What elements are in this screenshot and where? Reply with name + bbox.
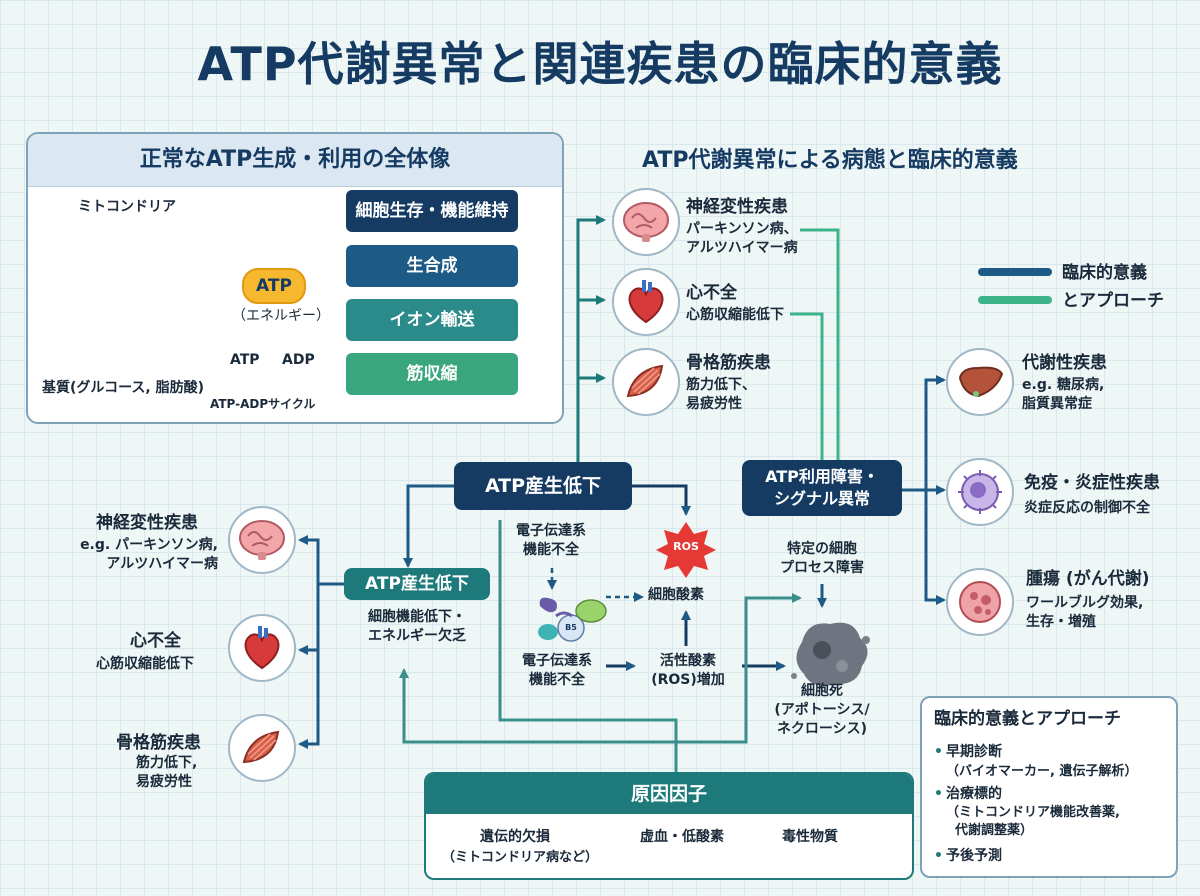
page-title: ATP代謝異常と関連疾患の臨床的意義 bbox=[197, 37, 1003, 91]
atp-adp-cycle-label: ATP-ADPサイクル bbox=[210, 397, 316, 411]
cycle-atp-label: ATP bbox=[230, 352, 260, 368]
function-muscle-contraction: 筋収縮 bbox=[346, 353, 518, 395]
ros-increase-label: 活性酸素 (ROS)増加 bbox=[651, 653, 725, 688]
cell-oxidation-label: 細胞酸素 bbox=[648, 587, 704, 603]
cycle-adp-label: ADP bbox=[282, 352, 315, 368]
normal-panel-heading: 正常なATP生成・利用の全体像 bbox=[28, 134, 562, 187]
substrate-label: 基質(グルコース, 脂肪酸) bbox=[42, 380, 205, 396]
energy-label: （エネルギー） bbox=[232, 308, 330, 324]
etc-dysfunction-lower: 電子伝達系 機能不全 bbox=[522, 653, 592, 688]
legend-approach-label: とアプローチ bbox=[1062, 291, 1164, 311]
approach-item-3: 予後予測 bbox=[946, 848, 1002, 864]
legend-clinical-label: 臨床的意義 bbox=[1062, 263, 1147, 283]
mitochondria-label: ミトコンドリア bbox=[78, 199, 176, 215]
clinical-approach-box bbox=[920, 696, 1178, 878]
cause-genetic-note: （ミトコンドリア病など） bbox=[442, 850, 599, 865]
cause-ischemia: 虚血・低酸素 bbox=[640, 829, 724, 845]
right-disease-detail-2: 炎症反応の制御不全 bbox=[1024, 500, 1150, 516]
approach-bullet-1: • bbox=[934, 744, 943, 760]
cause-genetic: 遺伝的欠損 bbox=[480, 829, 550, 845]
pathology-heading: ATP代謝異常による病態と臨床的意義 bbox=[642, 148, 1018, 173]
function-ion-transport: イオン輸送 bbox=[346, 299, 518, 341]
left-brain-icon bbox=[228, 506, 296, 574]
function-biosynthesis: 生合成 bbox=[346, 245, 518, 287]
approach-item-2: 治療標的 bbox=[946, 786, 1002, 802]
right-disease-name-1: 代謝性疾患 bbox=[1022, 353, 1107, 373]
left-disease-detail-3: 筋力低下, 易疲労性 bbox=[136, 755, 198, 790]
right-disease-detail-1: e.g. 糖尿病, 脂質異常症 bbox=[1022, 377, 1105, 412]
top-disease-name-3: 骨格筋疾患 bbox=[686, 353, 771, 373]
muscle-icon bbox=[612, 348, 680, 416]
left-disease-detail-1: e.g. パーキンソン病, アルツハイマー病 bbox=[80, 537, 218, 572]
cell-death-label: 細胞死 (アポトーシス/ ネクローシス) bbox=[774, 683, 870, 737]
causes-box: 原因因子 bbox=[424, 772, 914, 880]
heart-icon bbox=[612, 268, 680, 336]
approach-note-1: （バイオマーカー, 遺伝子解析） bbox=[946, 764, 1138, 779]
top-disease-detail-2: 心筋収縮能低下 bbox=[686, 307, 784, 323]
left-disease-detail-2: 心筋収縮能低下 bbox=[96, 656, 194, 672]
enzyme-complex-icon bbox=[538, 597, 607, 642]
left-disease-name-1: 神経変性疾患 bbox=[96, 513, 198, 533]
left-heart-icon bbox=[228, 614, 296, 682]
right-disease-name-2: 免疫・炎症性疾患 bbox=[1024, 473, 1160, 493]
atp-utilization-disorder-box: ATP利用障害・ シグナル異常 bbox=[742, 460, 902, 516]
top-disease-name-1: 神経変性疾患 bbox=[686, 197, 788, 217]
tumor-icon bbox=[946, 568, 1014, 636]
top-disease-detail-1: パーキンソン病、 アルツハイマー病 bbox=[686, 221, 798, 256]
left-atp-decline-box: ATP産生低下 bbox=[344, 568, 490, 600]
specific-process-label: 特定の細胞 プロセス障害 bbox=[780, 541, 864, 576]
atp-production-decline-box: ATP産生低下 bbox=[454, 462, 632, 510]
left-disease-name-3: 骨格筋疾患 bbox=[116, 733, 201, 753]
liver-icon bbox=[946, 348, 1014, 416]
etc-dysfunction-upper: 電子伝達系 機能不全 bbox=[516, 523, 586, 558]
cause-toxins: 毒性物質 bbox=[782, 829, 838, 845]
function-cell-survival: 細胞生存・機能維持 bbox=[346, 190, 518, 232]
atp-badge: ATP bbox=[242, 268, 306, 304]
enzyme-label: B5 bbox=[565, 623, 577, 632]
immune-cell-icon bbox=[946, 458, 1014, 526]
cell-death-icon bbox=[791, 622, 870, 686]
approach-heading: 臨床的意義とアプローチ bbox=[934, 709, 1121, 729]
causes-heading: 原因因子 bbox=[426, 774, 912, 814]
ros-badge-label: ROS bbox=[673, 540, 699, 553]
approach-note-2: （ミトコンドリア機能改善薬, 代謝調整薬） bbox=[946, 805, 1120, 838]
approach-item-1: 早期診断 bbox=[946, 744, 1002, 760]
ros-burst-icon bbox=[656, 522, 716, 578]
left-disease-name-2: 心不全 bbox=[130, 631, 181, 651]
right-disease-name-3: 腫瘍 (がん代謝) bbox=[1026, 569, 1150, 589]
left-atp-decline-sub: 細胞機能低下・ エネルギー欠乏 bbox=[368, 609, 466, 644]
top-disease-detail-3: 筋力低下、 易疲労性 bbox=[686, 377, 756, 412]
top-disease-name-2: 心不全 bbox=[686, 283, 737, 303]
brain-icon bbox=[612, 188, 680, 256]
approach-bullet-2: • bbox=[934, 786, 943, 802]
approach-bullet-3: • bbox=[934, 848, 943, 864]
left-muscle-icon bbox=[228, 714, 296, 782]
right-disease-detail-3: ワールブルグ効果, 生存・増殖 bbox=[1026, 595, 1144, 630]
